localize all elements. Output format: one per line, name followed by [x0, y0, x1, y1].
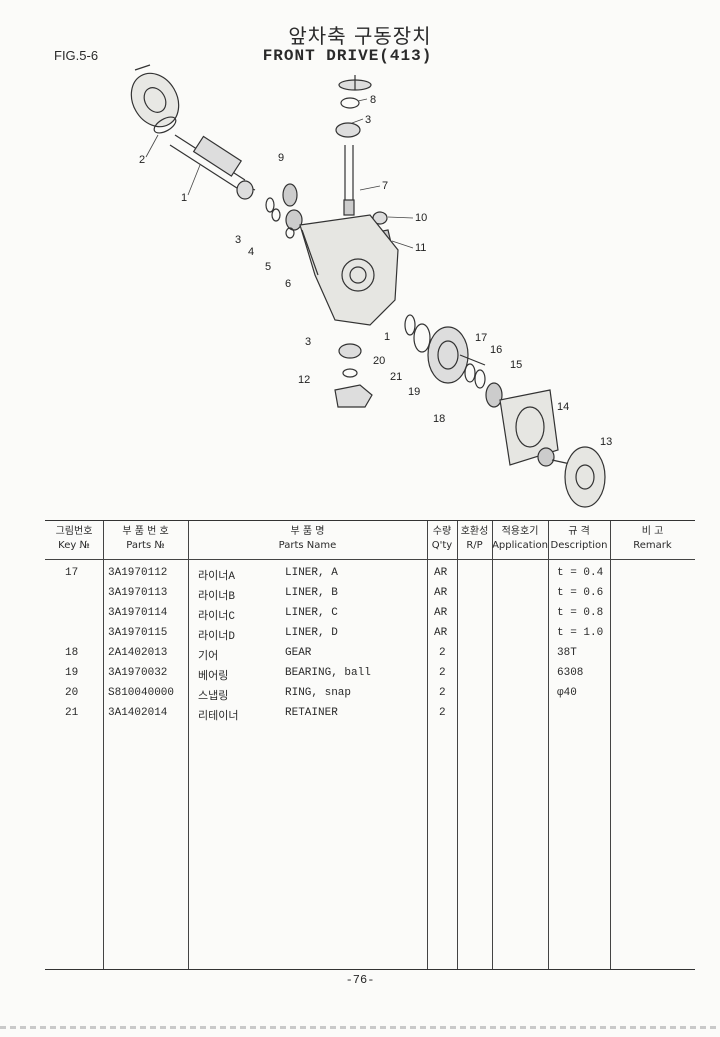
callout-9: 9 — [278, 152, 284, 164]
o-ring-part — [153, 116, 177, 134]
washer-lower-part — [342, 368, 358, 378]
callout-15: 15 — [510, 359, 522, 371]
callout-13: 13 — [600, 436, 612, 448]
callout-7: 7 — [382, 180, 388, 192]
page-number: -76- — [345, 973, 375, 987]
top-flange-part — [130, 64, 180, 128]
callout-3b: 3 — [235, 234, 241, 246]
gear-small-part — [282, 183, 298, 207]
callout-18: 18 — [433, 413, 445, 425]
scan-artifact-line — [0, 1026, 720, 1029]
retainer-lower-part — [334, 384, 373, 408]
callout-17: 17 — [475, 332, 487, 344]
callout-11: 11 — [415, 242, 426, 254]
washer-part — [271, 208, 281, 222]
callout-14: 14 — [557, 401, 569, 413]
page-title-english: FRONT DRIVE(413) — [262, 47, 433, 65]
liner-part — [464, 363, 476, 383]
callout-12: 12 — [298, 374, 310, 386]
table-row: 3A1970113 라이너B LINER, B AR t = 0.6 — [108, 587, 604, 603]
table-row: 20 S810040000 스냅링 RING, snap 2 φ40 — [65, 687, 577, 703]
table-row: 18 2A1402013 기어 GEAR 2 38T — [65, 647, 577, 663]
callout-1: 1 — [181, 192, 187, 204]
retainer-21-part — [413, 323, 431, 353]
table-row: 21 3A1402014 리테이너 RETAINER 2 — [65, 707, 446, 723]
bearing-part — [236, 180, 254, 200]
output-hub-part — [537, 446, 606, 508]
page-title-korean: 앞차축 구동장치 — [288, 24, 432, 48]
callout-16: 16 — [490, 344, 502, 356]
table-row: 19 3A1970032 베어링 BEARING, ball 2 6308 — [65, 667, 584, 683]
exploded-parts-diagram: 8 3 9 7 2 1 10 11 3 4 5 6 1 17 16 15 3 2… — [130, 64, 612, 508]
gear-housing-part — [299, 214, 399, 326]
callout-19: 19 — [408, 386, 420, 398]
snap-ring-part — [285, 227, 295, 239]
callout-20: 20 — [373, 355, 385, 367]
table-row: 3A1970115 라이너D LINER, D AR t = 1.0 — [108, 627, 604, 643]
liner-part — [474, 369, 486, 389]
table-row: 3A1970114 라이너C LINER, C AR t = 0.8 — [108, 607, 604, 623]
washer-part — [265, 197, 275, 213]
callout-5: 5 — [265, 261, 271, 273]
bevel-gear-part — [285, 209, 303, 231]
callout-10: 10 — [415, 212, 427, 224]
large-gear-part — [427, 326, 486, 384]
callout-4: 4 — [248, 246, 254, 258]
figure-label: FIG.5-6 — [54, 48, 99, 63]
snap-ring-20-part — [404, 314, 416, 336]
callout-6: 6 — [285, 278, 291, 290]
callout-1b: 1 — [384, 331, 390, 343]
callout-3: 3 — [365, 114, 371, 126]
cover-flange-part — [499, 389, 559, 466]
callout-3c: 3 — [305, 336, 311, 348]
bearing-15-part — [485, 382, 503, 408]
callout-2: 2 — [139, 154, 145, 166]
bearing-lower-part — [338, 343, 362, 359]
callout-21: 21 — [390, 371, 402, 383]
table-row: 17 3A1970112 라이너A LINER, A AR t = 0.4 — [65, 567, 604, 583]
vertical-shaft-part — [335, 75, 372, 216]
callout-8: 8 — [370, 94, 376, 106]
